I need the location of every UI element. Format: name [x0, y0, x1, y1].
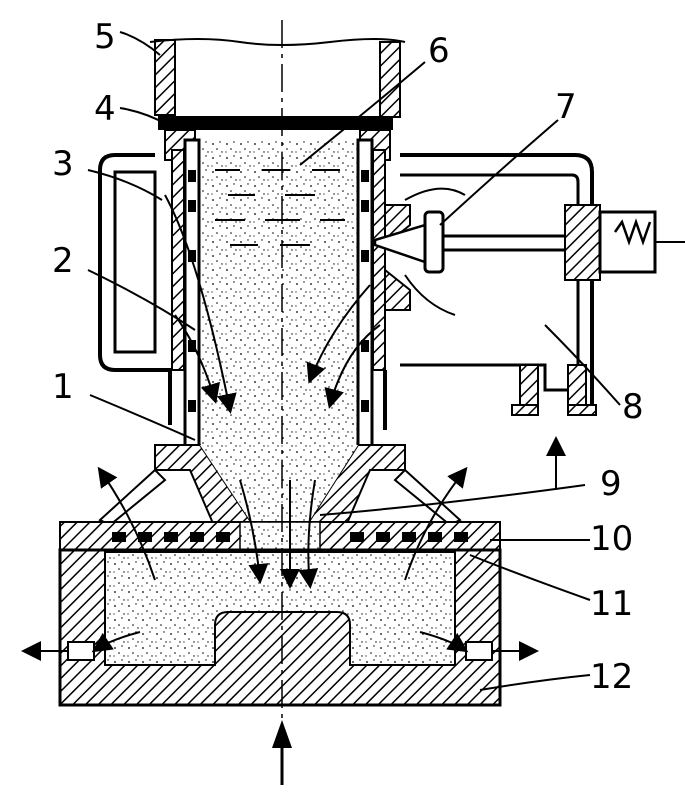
core-box [58, 548, 502, 707]
flow-arrows [21, 187, 566, 661]
label-11: 11 [590, 584, 633, 624]
label-1: 1 [52, 367, 74, 407]
air-inlet-port [511, 364, 597, 416]
label-4: 4 [94, 89, 116, 129]
leader-lines [87, 31, 621, 691]
label-5: 5 [94, 17, 116, 57]
label-3: 3 [52, 144, 74, 184]
label-9: 9 [600, 464, 622, 504]
air-inflow-arrow-icon [272, 720, 292, 748]
center-axis [272, 20, 292, 785]
part-labels: 5 4 3 2 1 6 7 8 9 10 11 12 [52, 17, 644, 697]
label-8: 8 [622, 387, 644, 427]
label-12: 12 [590, 657, 633, 697]
shooting-head [98, 444, 462, 529]
label-6: 6 [428, 31, 450, 71]
shooting-valve [373, 204, 685, 311]
shooting-plate [59, 521, 501, 551]
label-10: 10 [590, 519, 633, 559]
label-2: 2 [52, 241, 74, 281]
sand-hopper [149, 38, 406, 118]
label-7: 7 [555, 87, 577, 127]
